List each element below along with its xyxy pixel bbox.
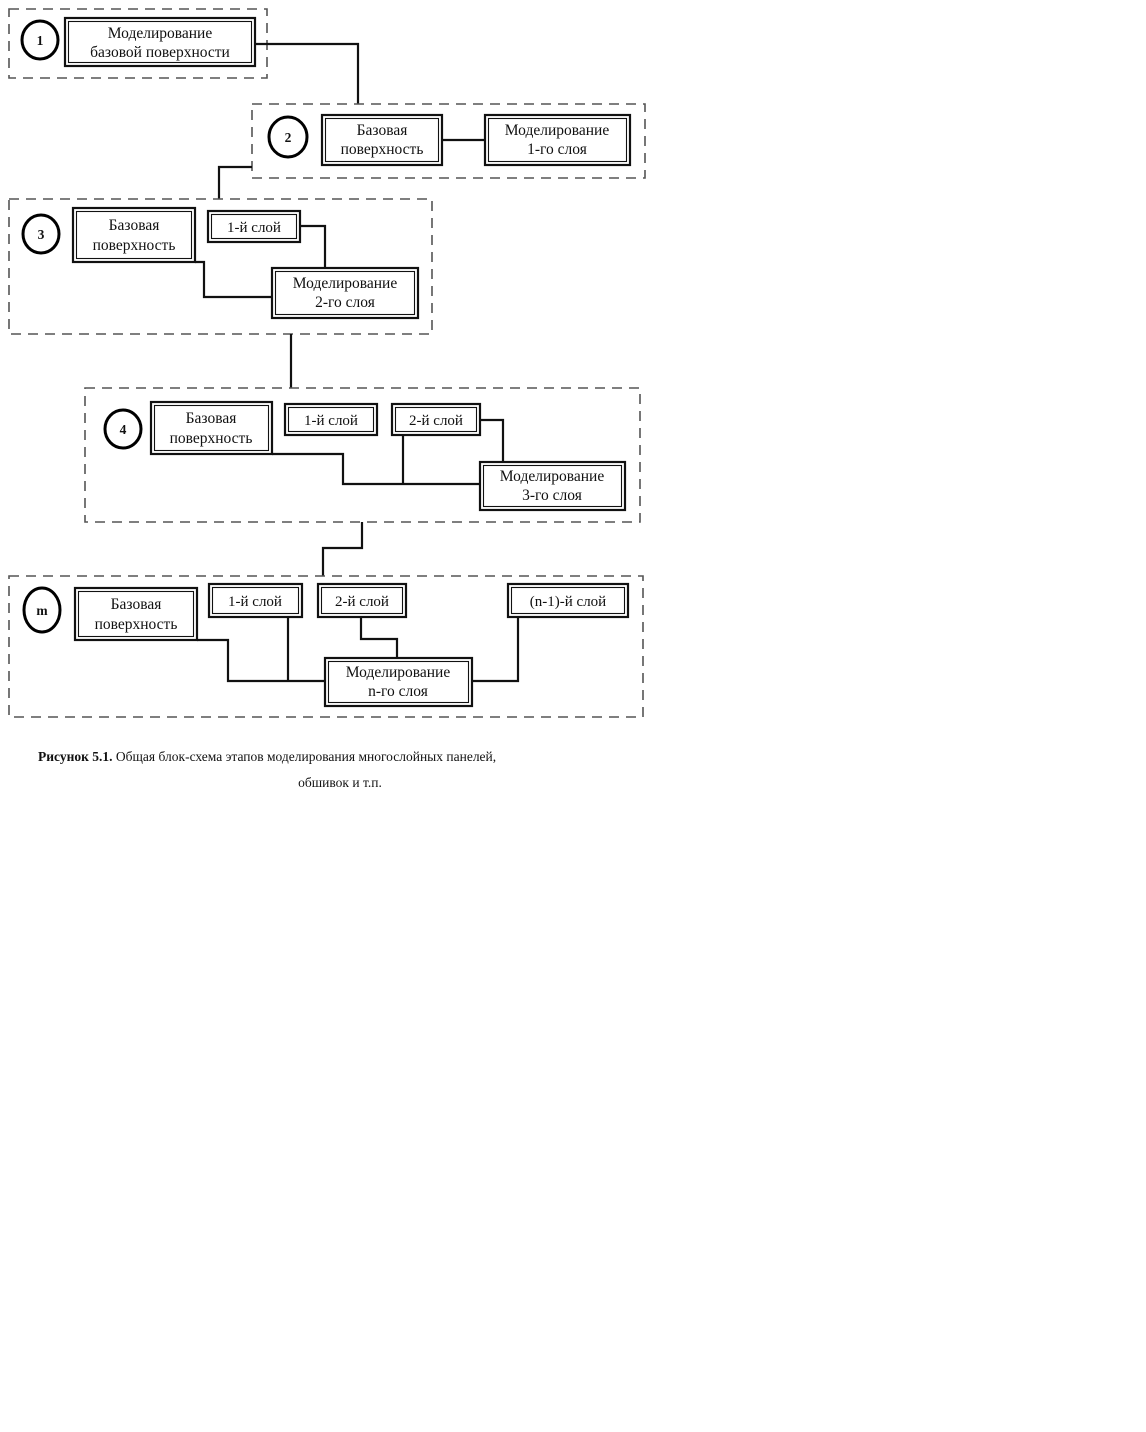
node-line-1: 2-й слой xyxy=(335,594,389,610)
node-line-1: Моделирование xyxy=(108,25,213,42)
connector-layer2-to-modeling-n xyxy=(359,617,399,658)
node-base-surface: Базовая поверхность xyxy=(73,586,199,642)
node-base-surface: Базовая поверхность xyxy=(149,400,274,456)
stage-2-marker: 2 xyxy=(267,115,309,159)
stage-2-frame xyxy=(251,103,646,179)
stage-3-marker: 3 xyxy=(21,213,61,255)
node-line-2: поверхность xyxy=(93,237,176,254)
node-layer-n-minus-1: (n-1)-й слой xyxy=(506,582,630,619)
stage-4-frame xyxy=(84,387,641,523)
node-modeling-layer-2: Моделирование 2-го слоя xyxy=(270,266,420,320)
stage-4-group: 4 Базовая поверхность 1-й слой 2-й слой … xyxy=(84,387,641,523)
figure-caption: Рисунок 5.1. Общая блок-схема этапов мод… xyxy=(0,744,660,796)
connector-stage1-to-stage2 xyxy=(255,42,360,104)
node-layer-1: 1-й слой xyxy=(206,209,302,244)
node-modeling-layer-1: Моделирование 1-го слоя xyxy=(483,113,632,167)
stage-m-marker-label: m xyxy=(36,603,48,618)
node-modeling-base-surface: Моделирование базовой поверхности xyxy=(63,16,257,68)
node-line-2: 2-го слоя xyxy=(315,294,375,311)
node-line-1: 2-й слой xyxy=(409,413,463,429)
node-line-1: Моделирование xyxy=(293,275,398,292)
node-modeling-layer-n: Моделирование n-го слоя xyxy=(323,656,474,708)
node-layer-1: 1-й слой xyxy=(207,582,304,619)
node-line-1: Базовая xyxy=(109,217,160,234)
node-line-2: поверхность xyxy=(341,141,424,158)
stage-3-marker-label: 3 xyxy=(38,227,45,242)
stage-1-marker: 1 xyxy=(20,19,60,61)
stage-2-marker-label: 2 xyxy=(285,130,292,145)
stage-m-marker: m xyxy=(22,586,62,634)
stage-1-marker-label: 1 xyxy=(37,33,44,48)
node-line-2: 3-го слоя xyxy=(522,487,582,504)
node-line-1: (n-1)-й слой xyxy=(530,594,606,610)
caption-text-line2: обшивок и т.п. xyxy=(298,775,382,790)
stage-2-group: 2 Базовая поверхность Моделирование 1-го… xyxy=(251,103,646,179)
node-line-2: n-го слоя xyxy=(368,683,428,700)
stage-4-marker: 4 xyxy=(103,408,143,450)
connector-stage4-to-stagem xyxy=(321,522,364,576)
connector-base-to-modeling-n xyxy=(197,638,325,683)
stage-3-group: 3 Базовая поверхность 1-й слой Моделиров… xyxy=(8,198,433,335)
node-line-2: базовой поверхности xyxy=(90,44,230,61)
stage-m-group: m Базовая поверхность 1-й слой 2-й слой … xyxy=(8,575,644,718)
node-base-surface: Базовая поверхность xyxy=(71,206,197,264)
node-line-1: 1-й слой xyxy=(228,594,282,610)
block-diagram: 1 Моделирование базовой поверхности 2 Ба… xyxy=(8,8,646,718)
node-line-2: 1-го слоя xyxy=(527,141,587,158)
stage-4-marker-label: 4 xyxy=(120,422,127,437)
node-line-1: Базовая xyxy=(111,596,162,613)
node-line-1: Моделирование xyxy=(346,664,451,681)
node-modeling-layer-3: Моделирование 3-го слоя xyxy=(478,460,627,512)
stage-3-frame xyxy=(8,198,433,335)
node-line-1: Базовая xyxy=(357,122,408,139)
node-layer-1: 1-й слой xyxy=(283,402,379,437)
connector-layer-n-minus-1-to-modeling-n xyxy=(472,617,520,683)
stage-m-frame xyxy=(8,575,644,718)
node-line-2: поверхность xyxy=(95,616,178,633)
connector-base-to-modeling-2 xyxy=(195,260,272,299)
node-line-1: Моделирование xyxy=(505,122,610,139)
node-layer-2: 2-й слой xyxy=(390,402,482,437)
caption-number: Рисунок 5.1. xyxy=(38,749,113,764)
node-line-1: Базовая xyxy=(186,410,237,427)
caption-text-line1: Общая блок-схема этапов моделирования мн… xyxy=(112,749,497,764)
node-line-1: Моделирование xyxy=(500,468,605,485)
connector-stage2-to-stage3 xyxy=(217,165,252,199)
connector-layer2-to-modeling-3 xyxy=(480,418,505,462)
node-line-2: поверхность xyxy=(170,430,253,447)
node-line-1: 1-й слой xyxy=(304,413,358,429)
node-layer-2: 2-й слой xyxy=(316,582,408,619)
node-base-surface: Базовая поверхность xyxy=(320,113,444,167)
connector-base-to-modeling-3 xyxy=(272,452,480,486)
node-line-1: 1-й слой xyxy=(227,220,281,236)
stage-1-group: 1 Моделирование базовой поверхности xyxy=(8,8,268,79)
connector-layer1-to-modeling-2 xyxy=(300,224,327,268)
